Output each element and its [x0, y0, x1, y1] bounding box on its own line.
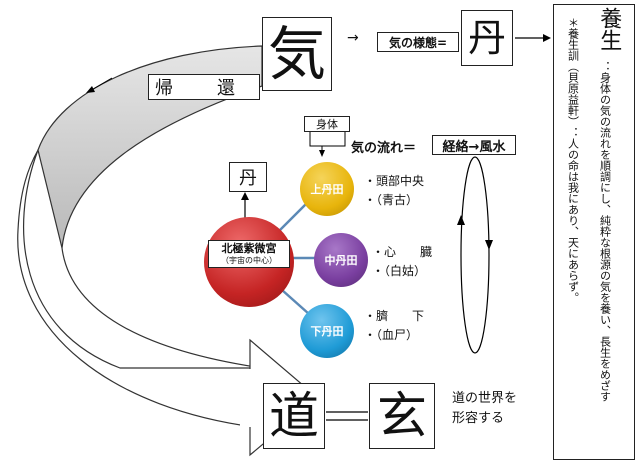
- yojo-note-text: ＊養生訓（貝原益軒）：人の命は我にあり、天にあらず。: [566, 17, 580, 303]
- dao-desc-line1: 道の世界を: [452, 391, 518, 406]
- tanden-upper-line2: ・（青古）: [364, 193, 419, 207]
- arrow-to-state: →: [347, 30, 359, 46]
- return-char-2: 還: [217, 78, 235, 99]
- dao-description: 道の世界を 形容する: [452, 389, 517, 428]
- flow-label: 気の流れ＝: [351, 141, 417, 156]
- circulation-loop: [460, 156, 490, 354]
- return-arrow-body: [17, 149, 263, 429]
- tanden-lower-line1: ・臍 下: [364, 309, 425, 323]
- tanden-middle-line1: ・心 臓: [372, 245, 433, 259]
- tanden-upper-line1: ・頭部中央: [364, 174, 425, 188]
- return-label-box: 帰 還: [148, 74, 260, 100]
- dan-large-char: 丹: [467, 16, 506, 60]
- return-char-1: 帰: [155, 78, 173, 99]
- dan-small-box: 丹: [229, 162, 267, 192]
- tanden-middle-circle: 中丹田: [314, 233, 368, 287]
- yojo-panel: 養生 ：身体の気の流れを順調にし、純粋な根源の気を養い、長生をめざす ＊養生訓（…: [553, 4, 635, 460]
- yojo-title: 養生: [596, 7, 622, 51]
- tanden-middle-line2: ・（白姑）: [372, 264, 427, 278]
- dan-small-char: 丹: [239, 168, 257, 189]
- flow-value: 経絡→風水: [432, 135, 516, 155]
- tanden-lower-line2: ・（血尸）: [364, 328, 419, 342]
- dao-desc-line2: 形容する: [452, 410, 505, 426]
- qi-char: 気: [267, 20, 326, 88]
- xuan-box: 玄: [369, 383, 435, 449]
- body-label: 身体: [304, 116, 350, 132]
- dao-char: 道: [269, 387, 319, 445]
- small-arrow-icon: [86, 86, 95, 93]
- center-sub-label: （宇宙の中心）: [221, 255, 277, 265]
- dan-large-box: 丹: [461, 10, 513, 66]
- center-label: 北極紫微宮: [221, 242, 277, 255]
- yojo-main-text: ：身体の気の流れを順調にし、純粋な根源の気を養い、長生をめざす: [598, 61, 612, 402]
- xuan-char: 玄: [377, 387, 427, 445]
- tanden-upper-circle: 上丹田: [300, 162, 354, 216]
- dao-box: 道: [263, 383, 325, 449]
- tanden-lower-circle: 下丹田: [300, 304, 354, 358]
- qi-state-label: 気の様態=: [377, 32, 459, 52]
- qi-box: 気: [262, 17, 332, 91]
- center-label-box: 北極紫微宮 （宇宙の中心）: [208, 240, 290, 268]
